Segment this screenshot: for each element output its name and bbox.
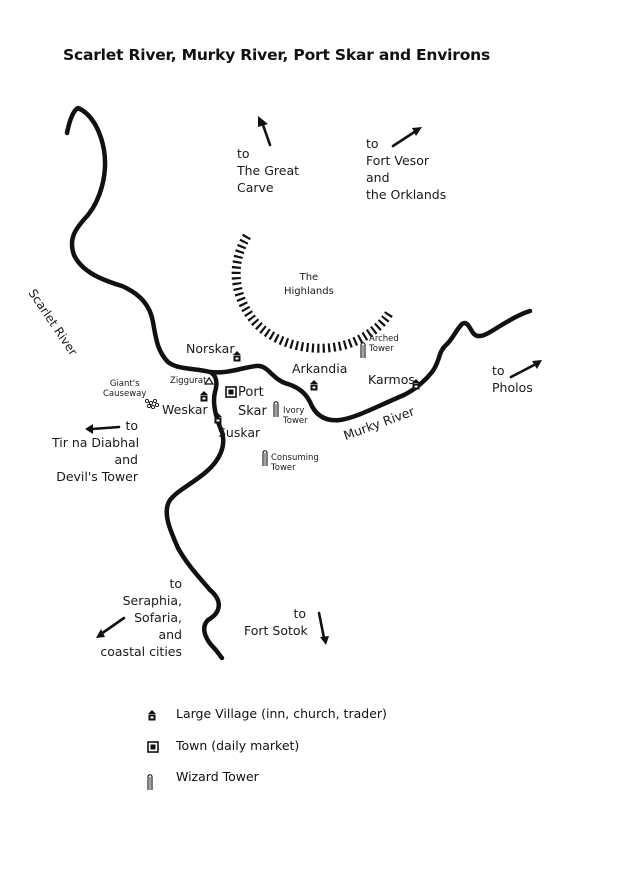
fort-vesor-line-1: to — [366, 136, 379, 151]
scarlet-river-upper — [64, 105, 226, 661]
arrow-icon-fort-sotok — [317, 611, 329, 645]
triangle-icon-ziggurat — [203, 376, 215, 385]
giants-causeway-line-1: Giant's — [109, 379, 140, 389]
highlands-label: The Highlands — [284, 271, 334, 299]
arched-tower-line-2: Tower — [369, 344, 394, 354]
tir-na-line-3: and — [114, 452, 138, 467]
tower-icon-ivory — [273, 401, 279, 417]
norskar-label: Norskar — [186, 341, 235, 356]
great-carve-line-1: to — [237, 146, 250, 161]
great-carve-line-2: The Great — [237, 163, 300, 178]
arrow-icon-seraphia — [96, 616, 126, 638]
ivory-tower-line-2: Tower — [283, 416, 308, 426]
seraphia-line-4: and — [158, 627, 182, 642]
fort-sotok-line-2: Fort Sotok — [244, 623, 308, 638]
tower-icon-consuming — [262, 450, 268, 466]
arkandia-label: Arkandia — [292, 361, 348, 376]
house-icon-arkandia — [310, 380, 318, 391]
fort-vesor-line-2: Fort Vesor — [366, 153, 429, 168]
tir-na-label: to Tir na Diabhal and Devil's Tower — [52, 417, 140, 485]
seraphia-line-2: Seraphia, — [122, 593, 182, 608]
house-icon-norskar — [233, 351, 241, 362]
pholos-line-2: Pholos — [492, 380, 533, 395]
great-carve-line-3: Carve — [237, 180, 274, 195]
seraphia-label: to Seraphia, Sofaria, and coastal cities — [98, 575, 182, 660]
tir-na-line-4: Devil's Tower — [56, 469, 138, 484]
consuming-tower-line-2: Tower — [271, 463, 296, 473]
legend-house-icon — [148, 710, 156, 721]
arrow-icon-fort-vesor — [391, 127, 422, 148]
highlands-ridge — [231, 233, 394, 353]
ivory-tower-label: Ivory Tower — [283, 406, 308, 426]
consuming-tower-label: Consuming Tower — [271, 453, 319, 473]
legend-wizard-tower-label: Wizard Tower — [176, 769, 259, 784]
seraphia-line-5: coastal cities — [100, 644, 182, 659]
legend-square-in-square-icon — [147, 741, 159, 753]
legend-town-label: Town (daily market) — [176, 738, 300, 753]
fort-sotok-line-1: to — [293, 606, 306, 621]
map-title: Scarlet River, Murky River, Port Skar an… — [63, 46, 491, 64]
arched-tower-line-1: Arched — [369, 334, 399, 344]
great-carve-label: to The Great Carve — [237, 145, 299, 196]
pholos-line-1: to — [492, 363, 505, 378]
fort-vesor-label: to Fort Vesor and the Orklands — [366, 135, 446, 203]
port-skar-label: Port Skar — [238, 383, 267, 421]
arched-tower-label: Arched Tower — [369, 334, 399, 354]
karmos-label: Karmos — [368, 372, 415, 387]
port-skar-line-1: Port — [238, 385, 264, 400]
fort-vesor-line-3: and — [366, 170, 390, 185]
house-icon-karmos — [412, 379, 420, 390]
arrow-icon-pholos — [509, 360, 542, 379]
giants-causeway-line-2: Causeway — [103, 389, 147, 399]
tir-na-line-1: to — [125, 418, 138, 433]
giants-causeway-label: Giant's Causeway — [103, 379, 146, 399]
fort-vesor-line-4: the Orklands — [366, 187, 447, 202]
fort-sotok-label: to Fort Sotok — [244, 605, 310, 639]
legend-tower-icon — [147, 774, 153, 790]
consuming-tower-line-1: Consuming — [271, 453, 319, 463]
ziggurat-label: Ziggurat — [170, 376, 207, 386]
arrow-icon-great-carve — [258, 116, 272, 147]
house-icon-weskar — [200, 391, 208, 402]
highlands-line-2: Highlands — [284, 286, 334, 297]
tir-na-line-2: Tir na Diabhal — [52, 435, 140, 450]
highlands-line-1: The — [299, 272, 319, 283]
arrow-icon-tir-na — [85, 424, 121, 434]
square-in-square-icon-port-skar — [225, 386, 237, 398]
port-skar-line-2: Skar — [238, 404, 267, 419]
ivory-tower-line-1: Ivory — [283, 406, 305, 416]
tower-icon-arched — [360, 342, 366, 358]
weskar-label: Weskar — [162, 402, 208, 417]
house-icon-suskar — [214, 413, 222, 424]
seraphia-line-3: Sofaria, — [134, 610, 182, 625]
pholos-label: to Pholos — [492, 362, 533, 396]
legend-large-village-label: Large Village (inn, church, trader) — [176, 706, 387, 721]
seraphia-line-1: to — [169, 576, 182, 591]
suskar-label: Suskar — [218, 425, 261, 440]
causeway-stones-icon — [144, 398, 160, 410]
